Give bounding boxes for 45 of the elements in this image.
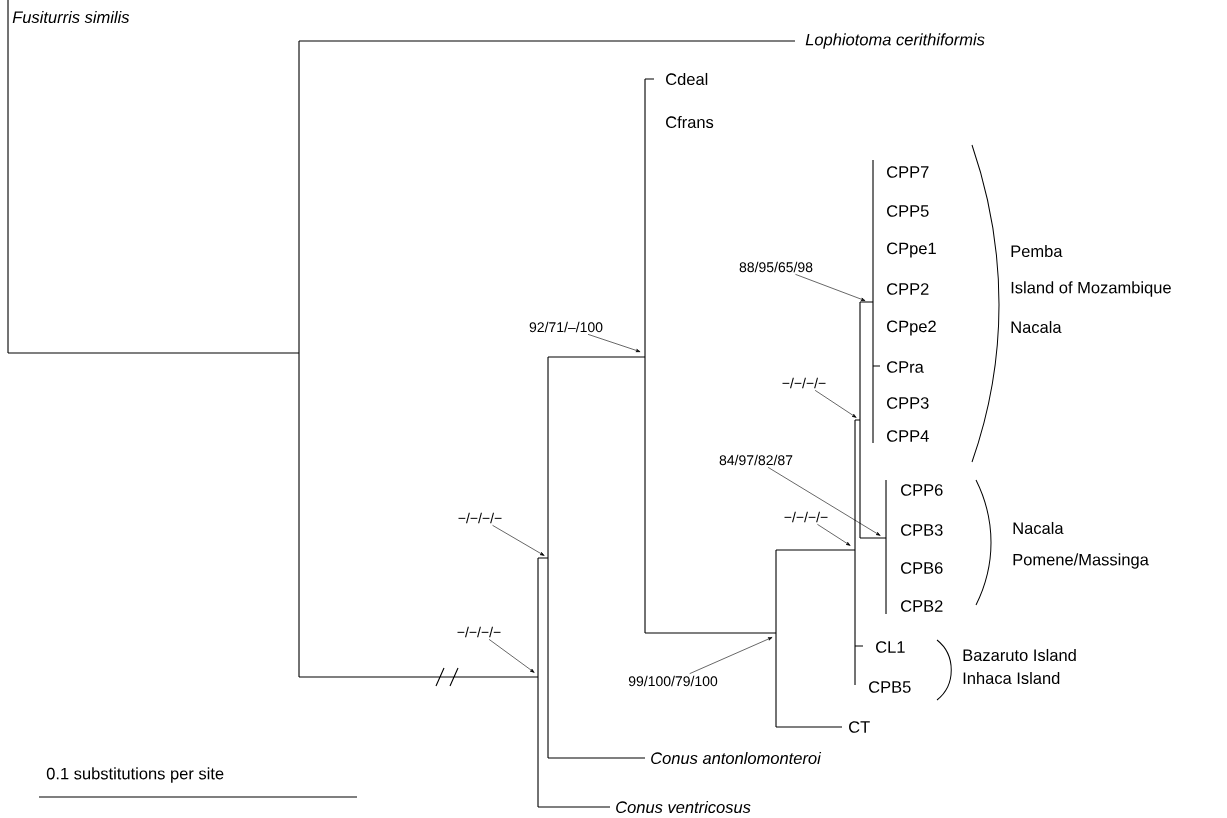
locality-label: Bazaruto Island	[963, 648, 1076, 662]
leader-arrow	[814, 390, 857, 418]
tip-label: CPB5	[869, 681, 911, 693]
tip-label: CPP7	[887, 166, 929, 178]
leader-arrow	[492, 525, 545, 556]
support-value: −/−/−/−	[457, 626, 501, 638]
tip-label: CPB3	[901, 524, 943, 536]
locality-label: Pomene/Massinga	[1013, 553, 1149, 569]
leader-arrow	[488, 639, 535, 673]
leader-arrow	[817, 524, 851, 546]
tip-label: CPP5	[887, 205, 929, 217]
leader-arrow	[689, 637, 773, 674]
tip-label: Conus ventricosus	[616, 800, 751, 814]
tip-label: CPP3	[887, 397, 929, 409]
tip-label: CPpe2	[887, 320, 936, 336]
tip-label: CT	[849, 721, 870, 733]
leader-arrow	[767, 467, 881, 536]
tip-label: Cdeal	[666, 72, 708, 86]
tip-label: CPP6	[901, 484, 943, 496]
tip-label: CPB2	[901, 600, 943, 612]
tip-label: Conus antonlomonteroi	[651, 751, 822, 765]
locality-label: Nacala	[1011, 320, 1062, 334]
tip-label: CPB6	[901, 562, 943, 574]
support-value: −/−/−/−	[784, 511, 828, 523]
support-value: 92/71/–/100	[529, 321, 603, 333]
support-value: −/−/−/−	[782, 377, 826, 389]
tip-label: Fusiturris similis	[12, 10, 130, 24]
tip-label: CPra	[887, 361, 924, 373]
support-value: 84/97/82/87	[719, 454, 793, 466]
leader-arrow	[587, 334, 641, 352]
locality-label: Island of Mozambique	[1011, 281, 1171, 297]
support-value: −/−/−/−	[458, 512, 502, 524]
support-value: 88/95/65/98	[739, 261, 813, 273]
support-value: 99/100/79/100	[628, 675, 718, 687]
locality-label: Inhaca Island	[963, 671, 1060, 685]
tip-label: Lophiotoma cerithiformis	[805, 33, 985, 49]
scale-label: 0.1 substitutions per site	[46, 767, 224, 783]
locality-label: Pemba	[1011, 244, 1063, 258]
tip-label: CPpe1	[887, 242, 936, 258]
tip-label: CL1	[876, 641, 905, 653]
locality-label: Nacala	[1013, 521, 1064, 535]
tip-label: CPP2	[887, 283, 929, 295]
tip-label: CPP4	[887, 430, 929, 442]
leader-arrow	[795, 274, 866, 301]
tip-label: Cfrans	[666, 115, 714, 129]
